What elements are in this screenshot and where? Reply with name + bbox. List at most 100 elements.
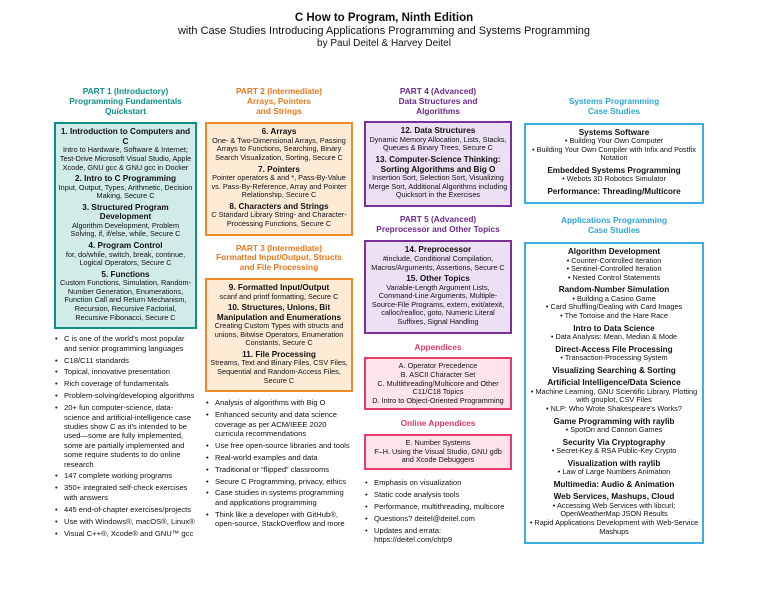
case-study-group: Embedded Systems Programming• Webots 3D … xyxy=(528,166,700,184)
case-study-title: Embedded Systems Programming xyxy=(547,165,681,175)
chapter-section: 13. Computer-Science Thinking: Sorting A… xyxy=(368,155,508,200)
case-study-title: Web Services, Mashups, Cloud xyxy=(553,492,675,502)
part3-bullets: Analysis of algorithms with Big OEnhance… xyxy=(205,398,353,528)
case-study-title: Algorithm Development xyxy=(567,247,661,257)
chapter-title: 13. Computer-Science Thinking: Sorting A… xyxy=(375,155,501,174)
case-study-item: • Building a Casino Game xyxy=(572,293,656,303)
chapter-title: 7. Pointers xyxy=(258,164,300,174)
online-appendices-heading: Online Appendices xyxy=(400,418,476,429)
case-study-item: • Nested Control Statements xyxy=(567,272,661,282)
chapter-topics: for, do/while, switch, break, continue, … xyxy=(65,249,186,268)
bullet-item: Traditional or “flipped” classrooms xyxy=(205,465,353,475)
bullet-item: Topical, innovative presentation xyxy=(54,367,197,377)
bullet-item: 445 end-of-chapter exercises/projects xyxy=(54,505,197,515)
chapter-title: 5. Functions xyxy=(101,269,150,279)
chapter-title: 3. Structured Program Development xyxy=(82,202,169,222)
part3-heading: PART 3 (Intermediate) Formatted Input/Ou… xyxy=(216,242,342,273)
appendices-heading: Appendices xyxy=(414,341,462,352)
case-study-item: • Law of Large Numbers Animation xyxy=(557,467,671,477)
case-study-item: • Machine Learning, GNU Scientific Libra… xyxy=(530,386,698,405)
bullet-item: Visual C++®, Xcode® and GNU™ gcc xyxy=(54,529,197,539)
case-study-group: Visualizing Searching & Sorting xyxy=(528,366,700,376)
case-study-group: Random-Number Simulation• Building a Cas… xyxy=(528,285,700,320)
case-study-title: Game Programming with raylib xyxy=(553,416,675,426)
chapter-topics: Insertion Sort, Selection Sort, Visualiz… xyxy=(368,173,508,200)
case-study-group: Web Services, Mashups, Cloud• Accessing … xyxy=(528,492,700,536)
bullet-item: Secure C Programming, privacy, ethics xyxy=(205,477,353,487)
chapter-topics: Dynamic Memory Allocation, Lists, Stacks… xyxy=(369,134,507,153)
case-study-item: • Sentinel-Controlled Iteration xyxy=(566,264,662,274)
bullet-item: Use with Windows®, macOS®, Linux® xyxy=(54,517,197,527)
chapter-title: 1. Introduction to Computers and C xyxy=(60,127,191,146)
chapter-topics: Creating Custom Types with structs and u… xyxy=(214,321,344,348)
case-study-item: • The Tortoise and the Hare Race xyxy=(560,311,668,321)
case-study-item: • SpotOn and Cannon Games xyxy=(565,425,663,435)
bullet-item: Real-world examples and data xyxy=(205,453,353,463)
bullet-item: Think like a developer with GitHub®, ope… xyxy=(205,510,353,529)
case-study-item: • Rapid Applications Development with We… xyxy=(529,518,699,536)
case-study-item: • Building Your Own Compiler with Infix … xyxy=(532,144,696,163)
bullet-item: Static code analysis tools xyxy=(364,490,512,500)
chapter-topics: Input, Output, Types, Arithmetic, Decisi… xyxy=(58,182,193,201)
book-subtitle: with Case Studies Introducing Applicatio… xyxy=(177,25,591,37)
case-study-item: • Webots 3D Robotics Simulator xyxy=(562,174,666,184)
case-study-title: Random-Number Simulation xyxy=(558,285,670,295)
chapter-topics: Algorithm Development, Problem Solving, … xyxy=(70,220,181,239)
part1-heading: PART 1 (Introductory) Programming Fundam… xyxy=(69,86,182,116)
bullet-item: Updates and errata: https://deitel.com/c… xyxy=(364,526,512,545)
appendix-item: C. Multithreading/Multicore and Other C1… xyxy=(377,378,499,397)
chapter-title: 12. Data Structures xyxy=(400,126,476,136)
case-study-item: • Secret-Key & RSA Public-Key Crypto xyxy=(551,446,677,456)
column-case-studies: Systems Programming Case Studies Systems… xyxy=(524,87,704,545)
case-study-item: • Transaction-Processing System xyxy=(560,353,668,363)
case-study-group: Multimedia: Audio & Animation xyxy=(528,480,700,490)
chapter-title: 9. Formatted Input/Output xyxy=(228,283,330,293)
chapter-title: 15. Other Topics xyxy=(406,274,470,284)
part5-box: 14. Preprocessor#include, Conditional Co… xyxy=(364,240,512,334)
chapter-topics: Custom Functions, Simulation, Random-Num… xyxy=(60,278,191,322)
case-study-title: Visualizing Searching & Sorting xyxy=(552,365,676,375)
bullet-item: Questions? deitel@deitel.com xyxy=(364,514,512,524)
case-study-item: • Building Your Own Computer xyxy=(564,136,664,146)
case-study-group: Visualization with raylib• Law of Large … xyxy=(528,459,700,477)
page-header: C How to Program, Ninth Edition with Cas… xyxy=(0,12,768,50)
chapter-topics: #include, Conditional Compilation, Macro… xyxy=(371,253,505,272)
bullet-item: C is one of the world's most popular and… xyxy=(54,334,197,353)
case-study-item: • Counter-Controlled Iteration xyxy=(566,255,662,265)
bullet-item: 20+ fun computer-science, data-science a… xyxy=(54,403,197,469)
case-study-title: Performance: Threading/Multicore xyxy=(547,186,681,196)
case-study-title: Systems Software xyxy=(578,127,650,137)
case-study-group: Security Via Cryptography• Secret-Key & … xyxy=(528,438,700,456)
apps-box: Algorithm Development• Counter-Controlle… xyxy=(524,242,704,545)
case-study-title: Intro to Data Science xyxy=(573,323,655,333)
bullet-item: Case studies in systems programming and … xyxy=(205,488,353,507)
chapter-title: 10. Structures, Unions, Bit Manipulation… xyxy=(216,303,342,322)
appendix-item: B. ASCII Character Set xyxy=(400,370,476,379)
book-title: C How to Program, Ninth Edition xyxy=(294,12,474,24)
chapter-title: 11. File Processing xyxy=(242,349,316,359)
column-part4-5: PART 4 (Advanced) Data Structures and Al… xyxy=(364,86,512,547)
case-study-item: • Accessing Web Services with libcurl; O… xyxy=(552,500,676,519)
case-study-group: Performance: Threading/Multicore xyxy=(528,187,700,197)
case-study-group: Intro to Data Science• Data Analysis: Me… xyxy=(528,324,700,342)
bullet-item: Emphasis on visualization xyxy=(364,478,512,488)
part1-bullets: C is one of the world's most popular and… xyxy=(54,334,197,538)
chapter-section: 10. Structures, Unions, Bit Manipulation… xyxy=(209,303,349,348)
case-study-title: Direct-Access File Processing xyxy=(555,344,673,354)
chapter-title: 8. Characters and Strings xyxy=(229,201,329,211)
case-study-title: Visualization with raylib xyxy=(567,458,661,468)
case-study-title: Security Via Cryptography xyxy=(562,437,666,447)
appendix-item: F–H. Using the Visual Studio, GNU gdb an… xyxy=(374,446,502,465)
bullet-item: 350+ integrated self-check exercises wit… xyxy=(54,483,197,502)
